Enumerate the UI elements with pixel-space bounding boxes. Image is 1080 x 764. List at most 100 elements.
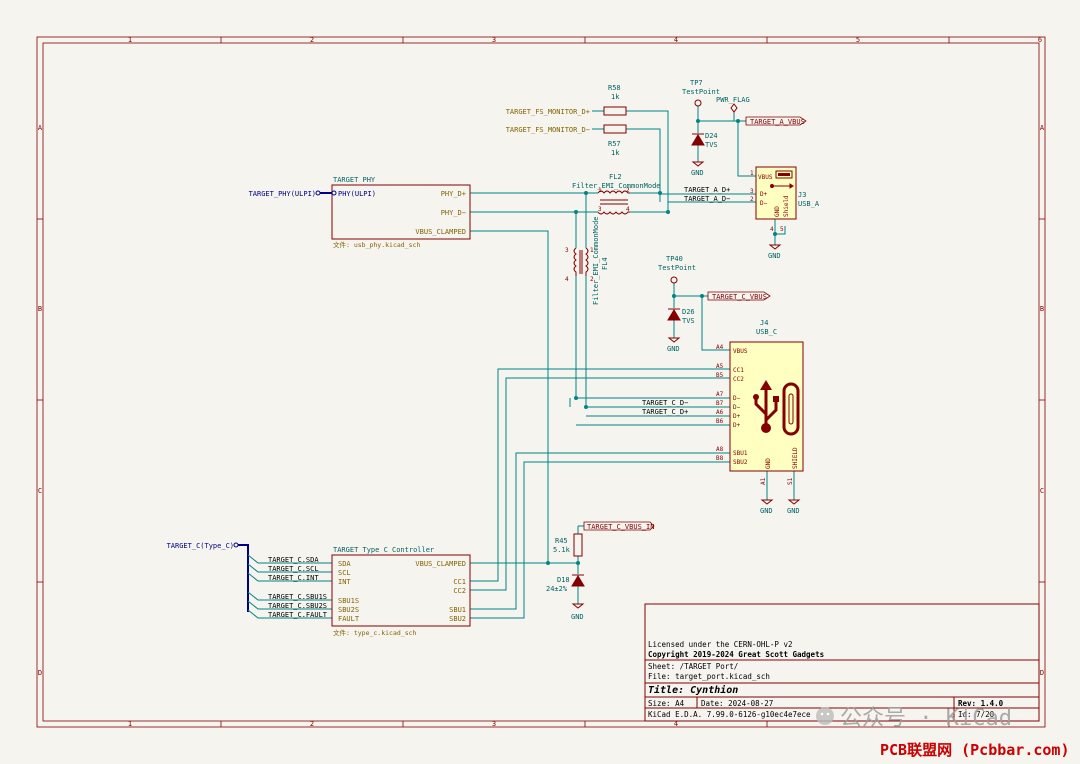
r45-value: 5.1k (553, 546, 571, 554)
label-c-dm: TARGET_C_D− (642, 399, 688, 407)
fl4-pin-4: 4 (565, 276, 569, 283)
fl4-ref: FL4 (601, 257, 609, 270)
j4-pin-num: B6 (716, 418, 724, 425)
frame-row-a-right: A (1040, 124, 1045, 132)
frame-row-b: B (38, 305, 42, 313)
tb-file: File: target_port.kicad_sch (648, 672, 770, 681)
j4-pin-name: D+ (733, 413, 741, 420)
sheet-typec-pin: FAULT (338, 615, 360, 623)
label-a-dm: TARGET_A_D− (684, 195, 730, 203)
label-c-scl: TARGET_C.SCL (268, 565, 319, 573)
frame-col-1-bottom: 1 (128, 720, 132, 728)
sheet-typec-pin: SBU1S (338, 597, 359, 605)
title-block: Licensed under the CERN-OHL-P v2 Copyrig… (644, 603, 1040, 722)
testpoint-tp7[interactable]: TP7 TestPoint (682, 79, 720, 107)
j3-pin-5: 5 (780, 226, 784, 233)
label-c-int: TARGET_C.INT (268, 574, 319, 582)
d18-value: 24±2% (546, 585, 568, 593)
resistor-r58[interactable]: R58 1k (603, 84, 627, 116)
common-mode-filter-fl4[interactable]: 3 4 1 2 Filter_EMI_CommonMode FL4 (565, 216, 609, 305)
j4-pin-a1: A1 (760, 477, 767, 485)
sheet-phy-pin-ulpi: PHY(ULPI) (338, 190, 376, 198)
d18-ref: D18 (557, 576, 570, 584)
sheet-typec-pin-cc1: CC1 (453, 578, 466, 586)
connector-j3-usb-a[interactable]: 1 3 2 VBUS D+ D− GND Shield 4 5 J3 USB_A (750, 166, 820, 233)
resistor-r45[interactable]: R45 5.1k (553, 533, 583, 557)
common-mode-filter-fl2[interactable]: FL2 Filter_EMI_CommonMode 1 2 3 4 (572, 173, 661, 215)
j4-pin-num: A8 (716, 446, 724, 453)
watermark-wechat: 公众号 · KiCad (816, 706, 1012, 731)
j4-pin-num: B5 (716, 372, 724, 379)
sheet-phy-pin-dm: PHY_D− (441, 209, 466, 217)
tvs-diode-d24[interactable]: D24 TVS (691, 132, 718, 149)
usb-c-receptacle-icon (782, 382, 800, 436)
j4-pin-s1: S1 (787, 477, 794, 485)
j3-pin-2: 2 (750, 196, 754, 203)
j3-pin-dm: D− (760, 200, 768, 207)
tb-copyright: Copyright 2019-2024 Great Scott Gadgets (648, 650, 824, 659)
j4-pin-name: D− (733, 395, 741, 402)
tvs-diode-d18[interactable]: D18 24±2% (546, 574, 585, 593)
j4-pin-shield: SHIELD (792, 447, 799, 469)
label-c-sbu2s: TARGET_C.SBU2S (268, 602, 327, 610)
connector-j4-usb-c[interactable]: J4 USB_C A4 VBUS A5 CC1 B5 CC2 A7 D− B7 … (716, 319, 804, 485)
j4-pin-name: VBUS (733, 348, 748, 355)
tp7-ref: TP7 (690, 79, 703, 87)
j3-pin-gnd: GND (774, 206, 781, 217)
j4-pins: A4 VBUS A5 CC1 B5 CC2 A7 D− B7 D− A6 D+ … (716, 344, 799, 485)
frame-row-d-right: D (1040, 669, 1044, 677)
d24-ref: D24 (705, 132, 718, 140)
sheet-typec-pin: SDA (338, 560, 351, 568)
resistor-r57[interactable]: R57 1k (603, 124, 627, 157)
j4-pin-num: A4 (716, 344, 724, 351)
fl4-pin-1: 1 (590, 247, 594, 254)
j4-pin-gnd: GND (765, 458, 772, 469)
gnd-label-j4-s1: GND (787, 507, 800, 515)
gnd-label-d26: GND (667, 345, 680, 353)
tp40-ref: TP40 (666, 255, 683, 263)
hier-sheet-target-phy[interactable]: TARGET PHY 文件: usb_phy.kicad_sch PHY(ULP… (331, 176, 471, 249)
j4-pin-name: D+ (733, 422, 741, 429)
sheet-phy-name: TARGET PHY (333, 176, 376, 184)
gnd-symbol-d24: GND (691, 161, 705, 177)
j4-ref: J4 (760, 319, 768, 327)
pwr-flag[interactable]: PWR_FLAG (716, 96, 750, 113)
tb-kicad-version: KiCad E.D.A. 7.99.0-6126-g10ec4e7ece (648, 710, 811, 719)
sheet-typec-pin-sbu2: SBU2 (449, 615, 466, 623)
tvs-diode-d26[interactable]: D26 TVS (667, 308, 695, 325)
j4-pin-name: SBU1 (733, 450, 748, 457)
gnd-label: GND (691, 169, 704, 177)
frame-col-4: 4 (674, 36, 678, 44)
label-fs-dm: TARGET_FS_MONITOR_D− (506, 126, 590, 134)
testpoint-tp40[interactable]: TP40 TestPoint (658, 255, 696, 284)
j4-pin-num: A6 (716, 409, 724, 416)
tb-rev: Rev: 1.4.0 (958, 699, 1004, 708)
label-target-c-vbus: TARGET_C_VBUS (712, 293, 767, 301)
frame-row-a: A (38, 124, 43, 132)
frame-col-2: 2 (310, 36, 314, 44)
j4-pin-name: SBU2 (733, 459, 748, 466)
gnd-symbol-d26: GND (667, 337, 681, 353)
label-target-a-vbus: TARGET_A_VBUS (750, 118, 805, 126)
frame-col-3-bottom: 3 (492, 720, 496, 728)
gnd-label-d18: GND (571, 613, 584, 621)
label-phy-ulpi: TARGET_PHY(ULPI) (249, 190, 316, 198)
tb-sheet: Sheet: /TARGET Port/ (648, 662, 738, 671)
sheet-phy-file: 文件: usb_phy.kicad_sch (333, 240, 420, 249)
sheet-phy-pin-dp: PHY_D+ (441, 190, 466, 198)
watermark-site-text: PCB联盟网 (Pcbbar.com) (880, 741, 1070, 759)
tb-size: Size: A4 (648, 699, 685, 708)
usb-trident-icon (753, 380, 779, 433)
fl2-value: Filter_EMI_CommonMode (572, 182, 661, 190)
hier-sheet-type-c[interactable]: TARGET Type C Controller 文件: type_c.kica… (331, 546, 471, 637)
j3-pin-1: 1 (750, 170, 754, 177)
junctions (546, 119, 777, 565)
label-c-sbu1s: TARGET_C.SBU1S (268, 593, 327, 601)
fl4-pin-3: 3 (565, 247, 569, 254)
j3-value: USB_A (798, 200, 820, 208)
j3-pin-vbus: VBUS (758, 174, 773, 181)
d24-value: TVS (705, 141, 718, 149)
tb-license: Licensed under the CERN-OHL-P v2 (648, 640, 793, 649)
j3-ref: J3 (798, 191, 806, 199)
frame-col-5: 5 (856, 36, 860, 44)
